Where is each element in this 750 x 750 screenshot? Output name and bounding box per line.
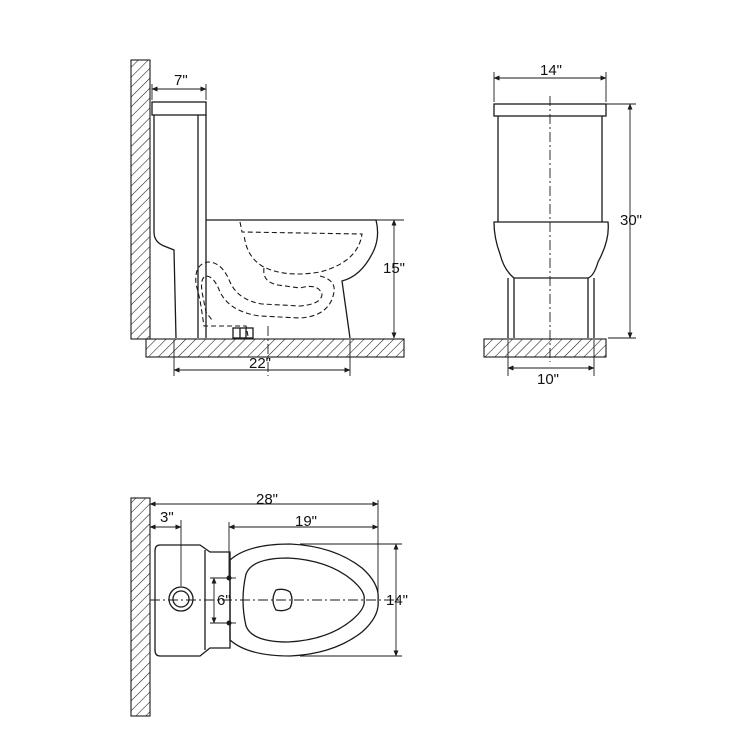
seat-height-label: 15" xyxy=(383,260,405,277)
front-floor-hatch xyxy=(483,338,607,358)
bowl-length-label: 19" xyxy=(295,513,317,530)
top-drain xyxy=(272,588,293,612)
front-height-label: 30" xyxy=(620,212,642,229)
front-view: 14" 30" 10" xyxy=(483,62,642,388)
side-bowl-rim xyxy=(206,219,379,339)
bolt-spacing-label: 6" xyxy=(217,592,231,609)
side-outlet-flange xyxy=(232,327,254,339)
top-bowl-inner xyxy=(242,557,365,643)
overall-length-label: 28" xyxy=(256,491,278,508)
top-wall-hatch xyxy=(130,497,151,717)
top-tank-outline xyxy=(154,544,231,657)
side-bowl-interior xyxy=(239,221,363,275)
side-view: 7" 15" 22" xyxy=(130,59,405,376)
top-tank-hole-inner xyxy=(172,590,190,608)
front-base-width-label: 10" xyxy=(537,371,559,388)
top-view: 28" 3" 19" 6" 14" xyxy=(130,491,408,717)
side-tank-outline xyxy=(153,115,177,339)
front-bowl xyxy=(493,221,609,279)
rough-in-label: 22" xyxy=(249,355,271,372)
side-tank-lid xyxy=(151,101,207,116)
side-trapway xyxy=(195,261,323,337)
wall-offset-label: 3" xyxy=(160,509,174,526)
top-tank-hole-outer xyxy=(168,586,194,612)
tank-depth-label: 7" xyxy=(174,72,188,89)
top-width-label: 14" xyxy=(386,592,408,609)
side-wall-hatch xyxy=(130,59,151,340)
top-bowl-outer xyxy=(229,543,379,657)
side-floor-hatch xyxy=(145,338,405,358)
front-width-label: 14" xyxy=(540,62,562,79)
